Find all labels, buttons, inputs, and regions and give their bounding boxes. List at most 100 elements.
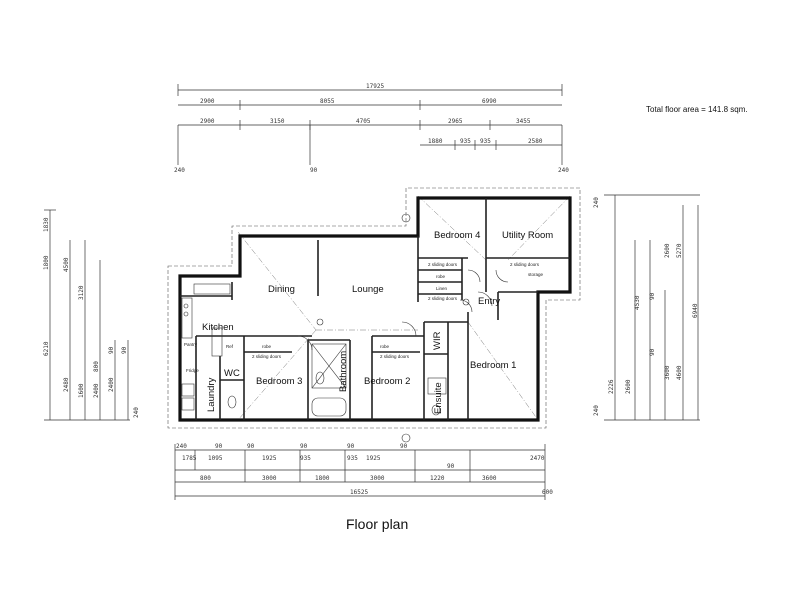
shower	[311, 343, 347, 389]
plan-title: Floor plan	[346, 516, 409, 532]
dim-top-r3-1: 935	[460, 138, 471, 145]
exterior-walls	[178, 196, 572, 422]
wc-toilet-icon	[227, 395, 237, 409]
cooktop-icon-2	[183, 311, 189, 317]
dim-right-8: 2226	[608, 379, 615, 394]
dim-top-r1-0: 2900	[200, 98, 215, 105]
room-bedroom-4: Bedroom 4	[434, 230, 480, 241]
note-sliding-doors-linen: 2 sliding doors	[428, 296, 458, 301]
dim-top-low-2: 240	[558, 167, 569, 174]
door-swing-bed2	[401, 321, 417, 337]
dim-bot-r1-7: 2470	[530, 455, 545, 462]
dim-right-4: 4530	[634, 295, 641, 310]
note-robe-bed2: robe	[380, 344, 390, 349]
cooktop-icon	[183, 303, 189, 309]
dim-bot-r2-3: 935	[300, 455, 311, 462]
room-bedroom-3: Bedroom 3	[256, 376, 302, 387]
marker-icon	[401, 213, 411, 223]
room-laundry: Laundry	[206, 377, 217, 412]
room-bedroom-1: Bedroom 1	[470, 360, 516, 371]
dim-top-low-0: 240	[174, 167, 185, 174]
note-sliding-doors-bed2: 2 sliding doors	[380, 354, 410, 359]
dim-bot-r1-4: 90	[347, 443, 355, 450]
dim-bot-r2-1: 1095	[208, 455, 223, 462]
door-swing-bed4	[467, 269, 481, 283]
dim-left-1: 1800	[43, 255, 50, 270]
dim-bot-r2-2: 1925	[262, 455, 277, 462]
dim-bot-r1-5: 90	[400, 443, 408, 450]
note-linen: Linen	[436, 286, 448, 291]
dim-top-r1-2: 6990	[482, 98, 497, 105]
door-swing-utility	[495, 269, 509, 283]
dim-right-6: 90	[649, 292, 656, 300]
smoke-alarm-icon-2	[462, 298, 470, 306]
room-utility: Utility Room	[502, 230, 553, 241]
room-wir: WIR	[432, 331, 443, 350]
door-swing-entry	[477, 291, 493, 307]
dim-left-0: 1830	[43, 217, 50, 232]
note-robe-bed4: robe	[436, 274, 446, 279]
room-lounge: Lounge	[352, 284, 384, 295]
door-swing-bed1	[459, 299, 473, 313]
bathtub	[311, 397, 347, 417]
dim-bot-r3-2: 1800	[315, 475, 330, 482]
interior-walls	[180, 198, 570, 420]
dim-right-2: 5270	[676, 243, 683, 258]
dim-bot-r2-0: 1785	[182, 455, 197, 462]
room-bathroom: Bathroom	[338, 351, 349, 392]
dim-right-9: 2600	[625, 379, 632, 394]
dim-bot-r2-4: 935	[347, 455, 358, 462]
dim-top-r2-4: 3455	[516, 118, 531, 125]
note-storage: storage	[528, 272, 544, 277]
note-sliding-doors-bed3: 2 sliding doors	[252, 354, 282, 359]
dim-left-7: 800	[93, 361, 100, 372]
note-robe-bed3: robe	[262, 344, 272, 349]
dim-left-5: 2480	[63, 377, 70, 392]
room-bedroom-2: Bedroom 2	[364, 376, 410, 387]
dim-left-3: 6210	[43, 341, 50, 356]
top-dimensions: 17925 2900 8055 6990 2900 3150 4705 2965…	[174, 83, 569, 174]
dim-top-overall: 17925	[366, 83, 384, 90]
dim-top-r2-0: 2900	[200, 118, 215, 125]
dim-left-9: 2400	[108, 377, 115, 392]
room-wc: WC	[224, 368, 240, 379]
dim-right-3: 6940	[692, 303, 699, 318]
room-kitchen: Kitchen	[202, 322, 234, 333]
smoke-alarm-icon	[316, 318, 324, 326]
dim-top-r2-1: 3150	[270, 118, 285, 125]
washing-machine	[181, 397, 195, 411]
dim-right-10: 3600	[664, 365, 671, 380]
kitchen-bench	[193, 283, 231, 295]
note-fridge: Fridge	[186, 368, 199, 373]
marker-icon-2	[401, 433, 411, 443]
dim-left-8: 2400	[93, 383, 100, 398]
dim-bot-r3-5: 3600	[482, 475, 497, 482]
room-ensuite: Ensuite	[433, 382, 444, 414]
dim-left-6: 1600	[78, 383, 85, 398]
ensuite-shower	[427, 377, 447, 395]
door-swing-bed3	[297, 335, 313, 351]
bottom-dimensions: 240 90 90 90 90 90 90 2470 1785 1095 192…	[174, 443, 553, 500]
note-sliding-doors-utility: 2 sliding doors	[510, 262, 540, 267]
dim-top-r2-3: 2965	[448, 118, 463, 125]
dim-top-r3-3: 2580	[528, 138, 543, 145]
total-floor-area: Total floor area = 141.8 sqm.	[646, 105, 748, 114]
ensuite-toilet-icon	[431, 404, 441, 416]
dim-right-11: 240	[593, 405, 600, 416]
kitchen-side-bench	[181, 297, 193, 339]
room-dining: Dining	[268, 284, 295, 295]
dim-right-1: 2600	[664, 243, 671, 258]
kitchen-island	[211, 327, 223, 357]
plan-notes: 2 sliding doors robe Linen 2 sliding doo…	[184, 262, 544, 373]
dim-right-0: 240	[593, 197, 600, 208]
eave-outline	[167, 187, 581, 429]
dim-bot-r1-0: 240	[176, 443, 187, 450]
dim-right-5: 4600	[676, 365, 683, 380]
dim-bot-r3-3: 3000	[370, 475, 385, 482]
right-dimensions: 240 2600 5270 6940 4530 4600 90 90 2226 …	[593, 194, 700, 421]
note-ref: Ref	[226, 344, 234, 349]
dim-left-10: 90	[121, 346, 128, 354]
dim-left-2: 4500	[63, 257, 70, 272]
dim-top-r3-2: 935	[480, 138, 491, 145]
